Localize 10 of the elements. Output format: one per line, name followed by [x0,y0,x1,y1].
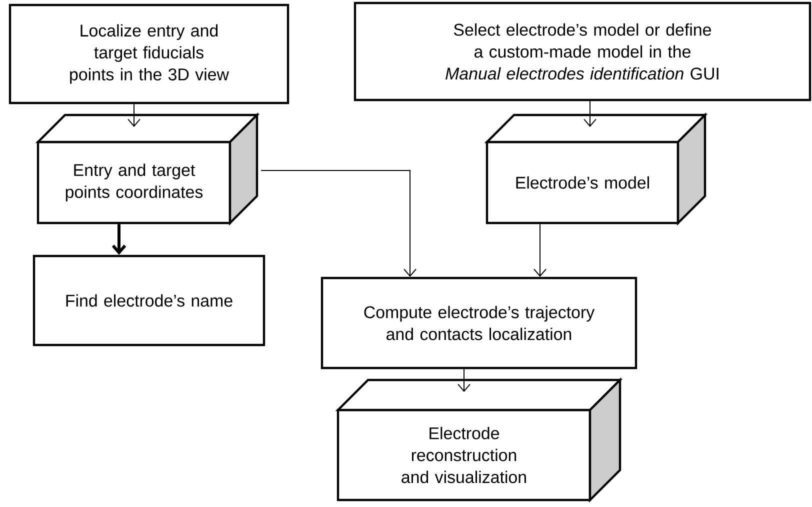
arrow [112,224,126,255]
process-box: Compute electrode’s trajectory and contacts localization [320,276,638,370]
process-box: Select electrode’s model or define a custom-made model in the Manual electrodes identification GUI [354,2,812,102]
arrow [260,170,416,277]
process-box: Localize entry and target fiducials points in the 3D view [8,4,290,104]
arrow [128,104,140,127]
arrow [534,224,546,277]
arrow [584,100,596,127]
arrow [458,368,470,392]
process-box: Find electrode’s name [32,254,266,346]
